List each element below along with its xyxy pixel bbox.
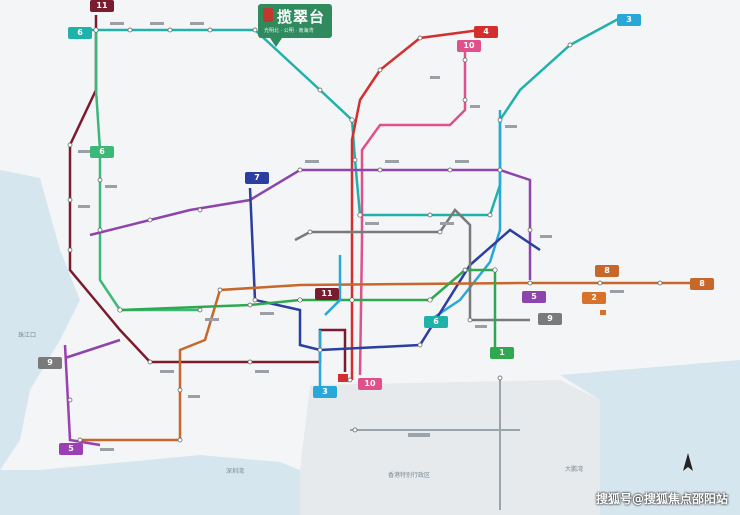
pearl-river-estuary xyxy=(0,170,80,470)
line-11-route xyxy=(68,15,347,372)
callout-subtitle: 光明北 · 公明 · 南海湾 xyxy=(264,28,314,34)
north-arrow-icon xyxy=(683,453,693,471)
developer-logo-icon xyxy=(263,8,273,22)
line-9-badge-west: 9 xyxy=(38,357,62,369)
line-7-badge: 7 xyxy=(245,172,269,184)
line-1-badge: 1 xyxy=(490,347,514,359)
shenzhen-bay-water xyxy=(40,455,300,515)
line-3-route xyxy=(429,110,502,322)
line-6-badge-south: 6 xyxy=(424,316,448,328)
place-label: 珠江口 xyxy=(18,332,37,339)
line-11-badge-center: 11 xyxy=(315,288,339,300)
line-2-badge: 2 xyxy=(582,292,606,304)
callout-title: 揽翠台 xyxy=(277,8,326,26)
line-10-badge-south: 10 xyxy=(358,378,382,390)
line-9-badge: 9 xyxy=(538,313,562,325)
line-3-badge: 3 xyxy=(617,14,641,26)
line-5-badge: 5 xyxy=(522,291,546,303)
line-6-branch-badge: 6 xyxy=(90,146,114,158)
project-callout: 揽翠台 光明北 · 公明 · 南海湾 xyxy=(258,4,332,47)
line-8-badge-b: 8 xyxy=(690,278,714,290)
line-10-badge: 10 xyxy=(457,40,481,52)
place-label: 深圳湾 xyxy=(226,468,245,475)
dapeng-bay-water xyxy=(560,360,740,515)
line-10-route xyxy=(358,45,467,376)
station-label-marks xyxy=(78,22,624,451)
place-label: 香港特别行政区 xyxy=(388,472,431,479)
line-8-badge-a: 8 xyxy=(595,265,619,277)
line-5-badge-west: 5 xyxy=(59,443,83,455)
line-2-8-route xyxy=(80,281,705,442)
line-3-badge-south: 3 xyxy=(313,386,337,398)
line-5-route xyxy=(89,168,532,280)
watermark: 搜狐号@搜狐焦点邵阳站 xyxy=(595,492,728,506)
place-label: 大鹏湾 xyxy=(565,466,584,473)
line-11-badge: 11 xyxy=(90,0,114,12)
station-dots xyxy=(67,15,708,443)
hong-kong-area xyxy=(300,380,600,515)
line-4-badge: 4 xyxy=(474,26,498,38)
line-6-badge: 6 xyxy=(68,27,92,39)
